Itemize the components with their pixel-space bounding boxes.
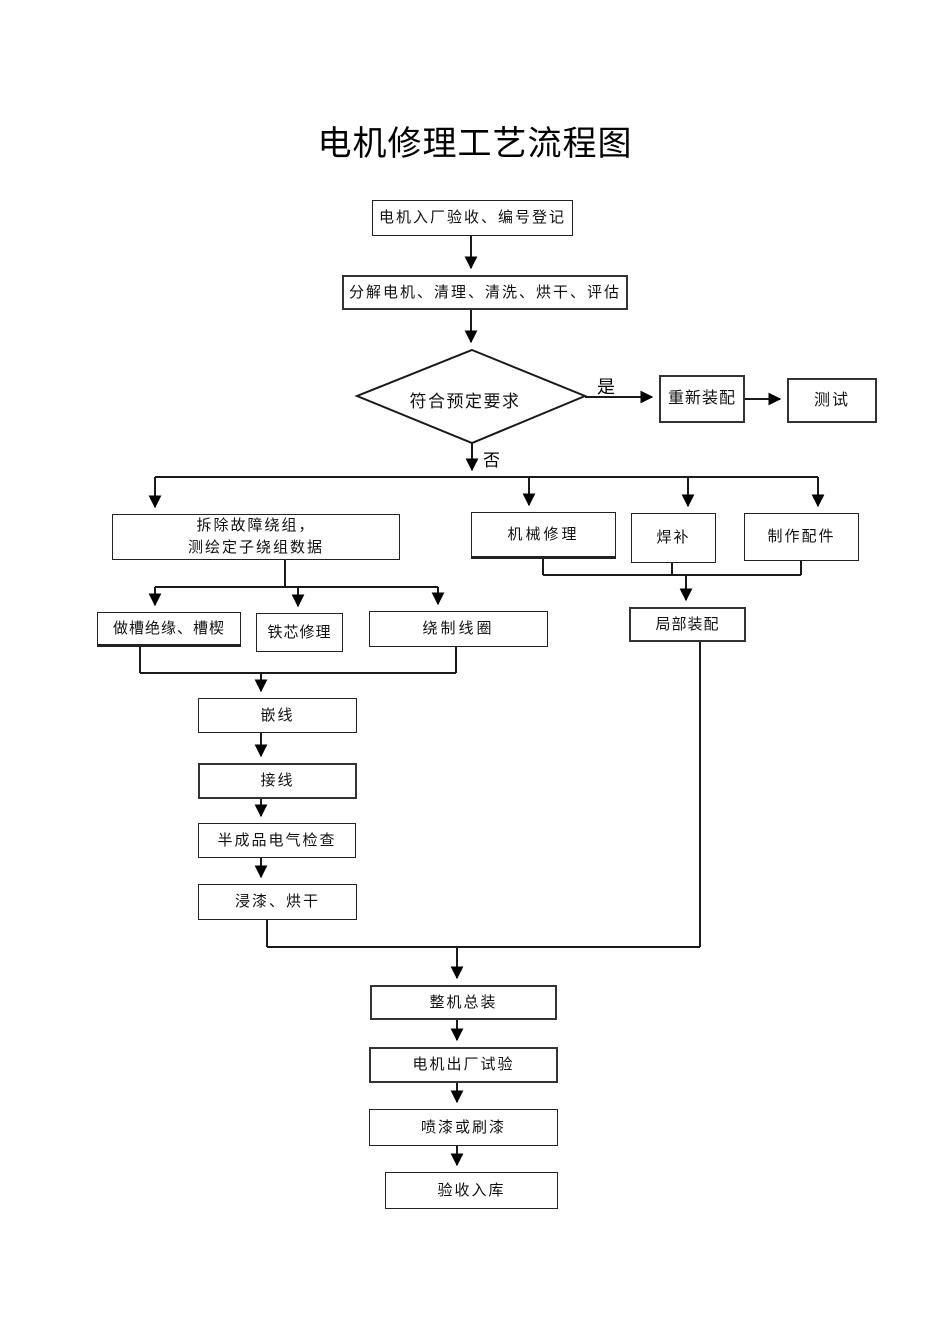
node-test: 测试 — [787, 378, 877, 423]
node-reassemble: 重新装配 — [659, 375, 745, 423]
node-factory-test: 电机出厂试验 — [369, 1047, 558, 1083]
node-mechanical-repair-label: 机械修理 — [507, 526, 580, 543]
node-coil-winding: 绕制线圈 — [369, 611, 548, 647]
node-reassemble-label: 重新装配 — [667, 390, 736, 407]
node-decision-label: 符合预定要求 — [409, 392, 521, 411]
node-make-parts-label: 制作配件 — [767, 529, 836, 545]
flow-arrows — [139, 236, 825, 1167]
node-factory-test-label: 电机出厂试验 — [412, 1057, 515, 1073]
node-insert-winding-label: 嵌线 — [260, 707, 295, 724]
node-final-assembly-label: 整机总装 — [429, 994, 498, 1011]
node-partial-assembly-label: 局部装配 — [655, 616, 720, 633]
node-painting: 喷漆或刷漆 — [369, 1109, 558, 1146]
node-core-repair: 铁芯修理 — [256, 613, 343, 652]
node-electrical-check: 半成品电气检查 — [198, 823, 356, 858]
yes-branch-label: 是 — [597, 377, 615, 397]
node-coil-winding-label: 绕制线圈 — [422, 621, 495, 637]
node-acceptance-storage-label: 验收入库 — [437, 1182, 506, 1199]
node-remove-windings: 拆除故障绕组， 测绘定子绕组数据 — [112, 514, 400, 560]
node-slot-insulation-label: 做槽绝缘、槽楔 — [112, 620, 225, 637]
node-mechanical-repair: 机械修理 — [471, 512, 616, 559]
node-wiring-label: 接线 — [260, 773, 295, 789]
node-electrical-check-label: 半成品电气检查 — [217, 832, 337, 849]
node-acceptance-storage: 验收入库 — [385, 1172, 558, 1209]
node-insert-winding: 嵌线 — [198, 698, 357, 733]
node-partial-assembly: 局部装配 — [629, 607, 746, 642]
node-intake-label: 电机入厂验收、编号登记 — [378, 210, 566, 226]
node-dip-paint-dry-label: 浸漆、烘干 — [234, 894, 320, 910]
node-test-label: 测试 — [813, 391, 850, 409]
node-remove-windings-line2: 测绘定子绕组数据 — [187, 540, 324, 556]
node-final-assembly: 整机总装 — [370, 985, 557, 1020]
page-title: 电机修理工艺流程图 — [317, 126, 633, 163]
node-dip-paint-dry: 浸漆、烘干 — [198, 884, 357, 920]
node-make-parts: 制作配件 — [744, 513, 859, 561]
node-slot-insulation: 做槽绝缘、槽楔 — [97, 612, 241, 647]
node-painting-label: 喷漆或刷漆 — [420, 1119, 506, 1136]
node-welding-label: 焊补 — [656, 530, 691, 546]
node-disassemble: 分解电机、清理、清洗、烘干、评估 — [342, 275, 628, 310]
no-branch-label: 否 — [483, 451, 500, 470]
node-disassemble-label: 分解电机、清理、清洗、烘干、评估 — [348, 284, 621, 301]
node-wiring: 接线 — [198, 763, 357, 799]
node-intake: 电机入厂验收、编号登记 — [372, 200, 573, 236]
node-core-repair-label: 铁芯修理 — [267, 624, 332, 641]
node-welding: 焊补 — [631, 513, 716, 563]
node-remove-windings-line1: 拆除故障绕组， — [196, 518, 316, 534]
